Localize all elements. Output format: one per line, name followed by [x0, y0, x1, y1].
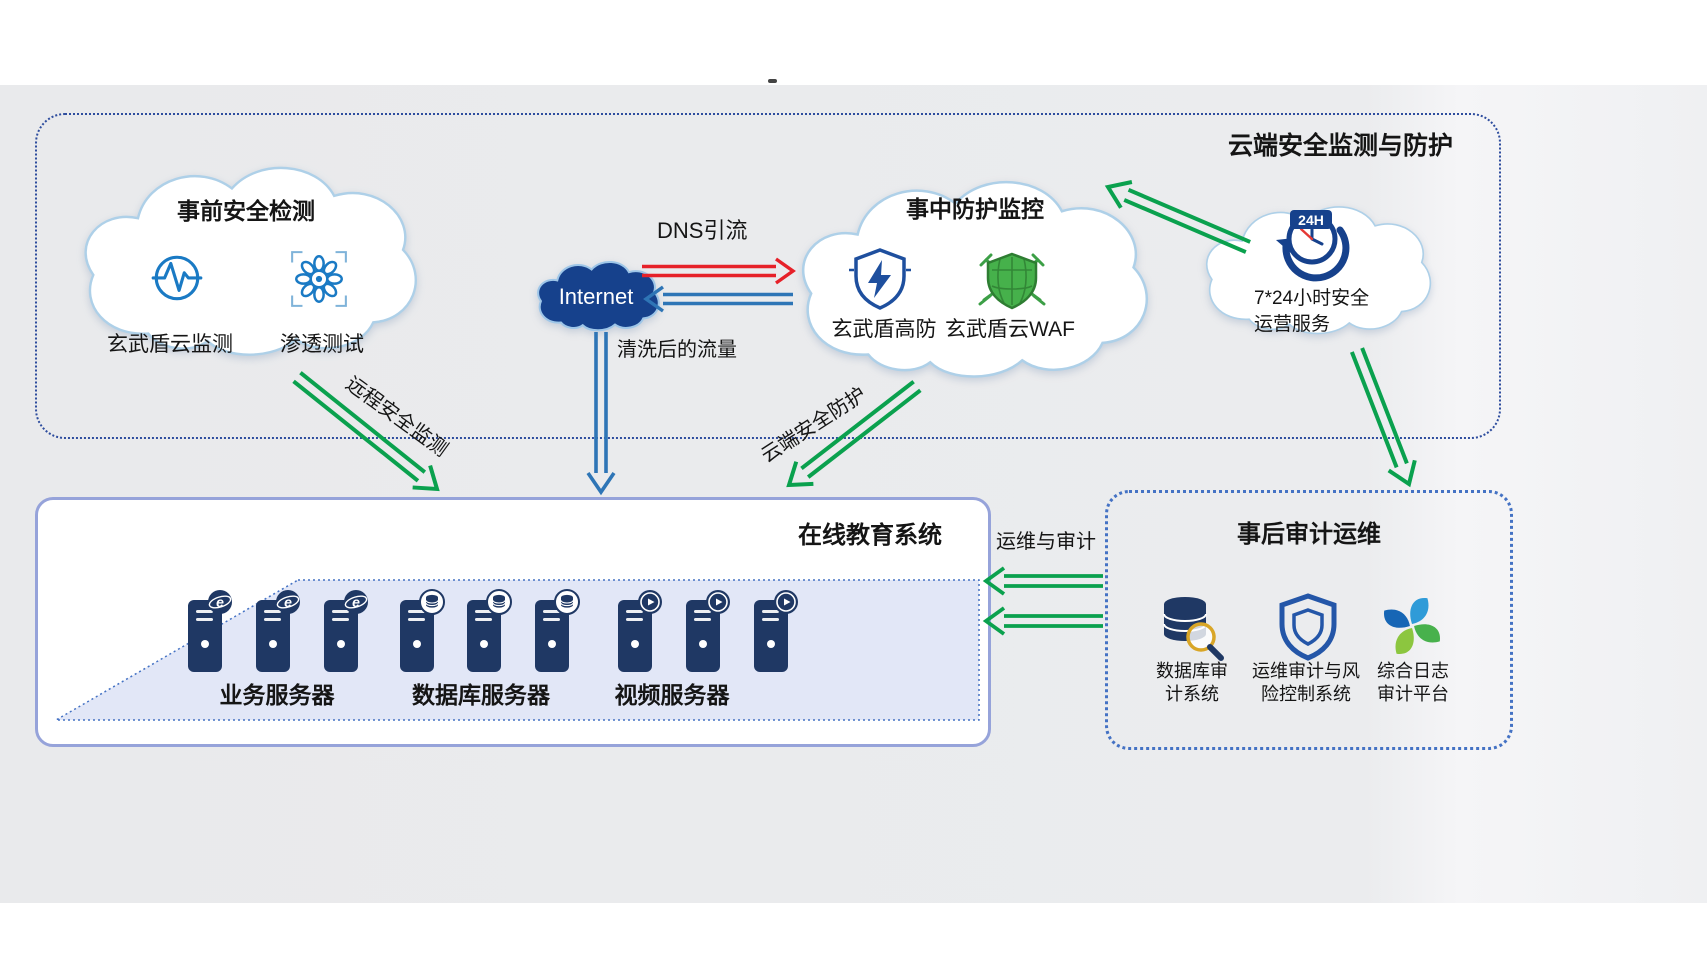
education-system-title: 在线教育系统 [798, 522, 942, 549]
database-badge-icon [419, 589, 445, 615]
server-tower [686, 590, 730, 672]
ops-and-audit-label: 运维与审计 [996, 531, 1096, 553]
database-badge-icon [554, 589, 580, 615]
in-event-item-2-label: 玄武盾云WAF [945, 318, 1075, 341]
cleaned-traffic-label: 清洗后的流量 [617, 339, 737, 361]
server-tower: e [324, 590, 368, 672]
audit-zone-title: 事后审计运维 [1237, 521, 1381, 548]
pre-detection-item-1-label: 玄武盾云监测 [107, 333, 233, 356]
audit-item-2-label: 运维审计与风 险控制系统 [1252, 661, 1360, 705]
pinwheel-icon [1384, 598, 1440, 654]
video-badge-icon [638, 590, 662, 614]
video-badge-icon [774, 590, 798, 614]
server-tower: e [188, 590, 232, 672]
dns-divert-label: DNS引流 [657, 218, 748, 243]
in-event-title: 事中防护监控 [906, 196, 1044, 222]
in-event-item-1-label: 玄武盾高防 [831, 318, 937, 341]
shield-lightning-icon [849, 248, 911, 310]
database-badge-icon [486, 589, 512, 615]
audit-zone-box: 事后审计运维 [1105, 490, 1513, 750]
svg-text:e: e [216, 594, 224, 610]
server-tower [618, 590, 662, 672]
cloud-security-zone [35, 113, 1501, 439]
server-tower [754, 590, 798, 672]
database-audit-icon [1163, 597, 1224, 661]
pre-detection-title: 事前安全检测 [177, 198, 315, 224]
server-tower [535, 589, 580, 672]
pulse-monitor-icon [151, 255, 203, 301]
svg-text:e: e [352, 594, 360, 610]
gear-icon [291, 251, 347, 307]
internet-label: Internet [558, 284, 634, 309]
double-shield-icon [1279, 593, 1337, 661]
browser-badge-icon: e [208, 590, 232, 614]
page-top-mark [768, 79, 777, 83]
server-group-business-label: 业务服务器 [219, 682, 335, 708]
audit-item-3-label: 综合日志 审计平台 [1377, 661, 1449, 705]
svg-text:24H: 24H [1298, 212, 1324, 228]
svg-text:e: e [284, 594, 292, 610]
server-tower [400, 589, 445, 672]
24h-clock-icon: 24H [1276, 210, 1350, 282]
server-group-video-label: 视频服务器 [614, 682, 730, 708]
pre-detection-item-2-label: 渗透测试 [280, 333, 364, 356]
server-tower [467, 589, 512, 672]
service-cloud-text: 7*24小时安全 运营服务 [1254, 288, 1370, 335]
server-tower: e [256, 590, 300, 672]
browser-badge-icon: e [344, 590, 368, 614]
video-badge-icon [706, 590, 730, 614]
waf-shield-icon [978, 252, 1046, 310]
cloud-zone-title: 云端安全监测与防护 [1228, 132, 1454, 160]
server-group-database-label: 数据库服务器 [412, 682, 550, 708]
audit-item-1-label: 数据库审 计系统 [1156, 661, 1228, 705]
browser-badge-icon: e [276, 590, 300, 614]
